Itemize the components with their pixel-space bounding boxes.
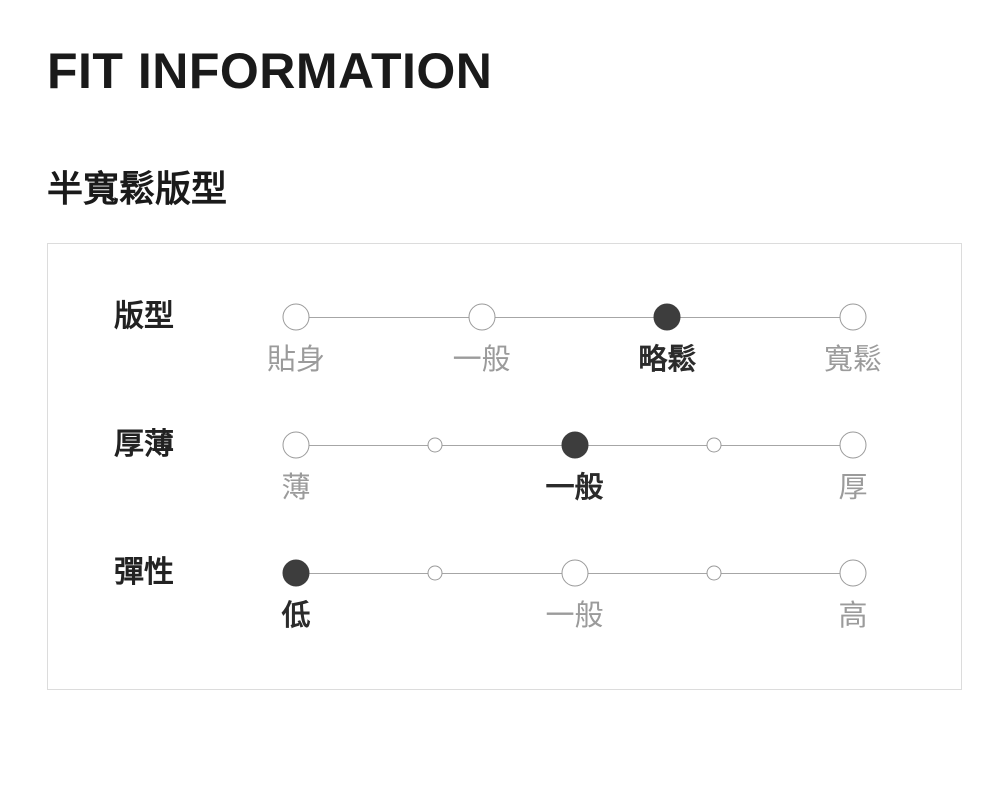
fit-scale-dot-selected: [561, 431, 588, 459]
fit-scale-dot: [839, 431, 867, 459]
fit-scale-dot: [468, 303, 496, 331]
page-title: FIT INFORMATION: [47, 42, 493, 99]
fit-scale-line: [296, 316, 853, 318]
fit-scale-dot: [282, 431, 310, 459]
fit-scale-label: 低: [281, 600, 311, 632]
fit-scale-label: 厚: [838, 472, 868, 504]
fit-scale-dot: [706, 437, 722, 453]
fit-scale-dot: [427, 437, 443, 453]
fit-scale-label: 寬鬆: [823, 344, 883, 376]
fit-scale-label: 一般: [545, 600, 604, 632]
fit-scale-dot-selected: [282, 559, 310, 587]
fit-row-label: 厚薄: [114, 428, 174, 461]
fit-row-label: 彈性: [114, 556, 174, 589]
fit-information-panel: 版型貼身一般略鬆寬鬆厚薄薄一般厚彈性低一般高: [47, 243, 962, 690]
fit-scale-dot: [839, 559, 867, 587]
fit-scale-label: 一般: [452, 344, 511, 376]
fit-row-label: 版型: [114, 300, 174, 333]
fit-scale-dot: [706, 565, 722, 581]
fit-scale-dot: [561, 559, 588, 587]
fit-scale-label: 高: [838, 600, 868, 632]
fit-scale-label: 略鬆: [638, 344, 697, 376]
fit-scale-label: 一般: [545, 472, 604, 504]
fit-scale-dot: [427, 565, 443, 581]
fit-type-subtitle: 半寬鬆版型: [47, 167, 228, 209]
fit-scale-dot: [839, 303, 867, 331]
fit-scale-label: 薄: [281, 472, 311, 504]
fit-scale-dot: [282, 303, 310, 331]
fit-scale-label: 貼身: [266, 344, 326, 376]
fit-scale-dot-selected: [653, 303, 681, 331]
